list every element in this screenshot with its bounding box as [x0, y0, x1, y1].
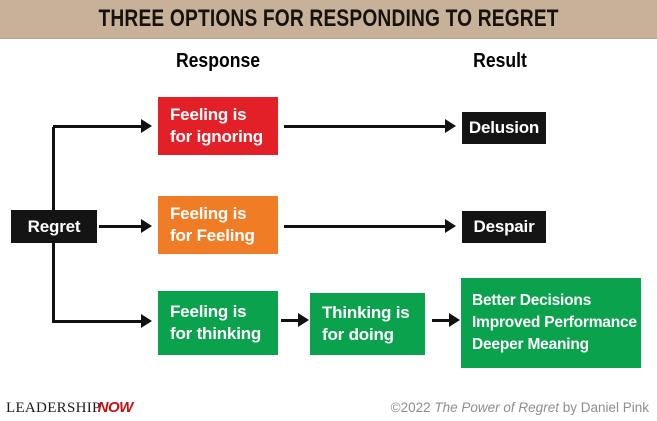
arrow-thinking-to-doing-icon	[281, 313, 309, 327]
column-header-result: Result	[473, 50, 527, 72]
response-box-thinking: Feeling is for thinking	[158, 291, 278, 355]
response-box-ignoring: Feeling is for ignoring	[158, 97, 278, 155]
arrow-feeling-to-despair-icon	[284, 219, 456, 233]
column-header-response: Response	[175, 50, 261, 72]
credit-author: by Daniel Pink	[558, 400, 649, 415]
regret-node: Regret	[11, 210, 97, 243]
step-box-doing: Thinking is for doing	[310, 293, 425, 355]
logo-now-text: NOW	[97, 399, 134, 416]
credit-copyright: ©2022	[390, 400, 435, 415]
credit-book-title: The Power of Regret	[434, 400, 559, 415]
diagram-title: THREE OPTIONS FOR RESPONDING TO REGRET	[98, 5, 559, 32]
leadershipnow-logo: LEADERSHIPNOW	[6, 399, 133, 417]
arrow-branch-middle-icon	[99, 219, 152, 233]
arrow-ignoring-to-delusion-icon	[284, 119, 456, 133]
header-bar: THREE OPTIONS FOR RESPONDING TO REGRET	[0, 0, 657, 39]
result-node-despair: Despair	[462, 211, 546, 243]
copyright-credit: ©2022 The Power of Regret by Daniel Pink	[391, 400, 649, 415]
logo-leadership-text: LEADERSHIP	[6, 400, 101, 416]
arrow-branch-top-icon	[53, 119, 152, 133]
arrow-branch-bottom-icon	[53, 314, 152, 328]
response-box-feeling: Feeling is for Feeling	[158, 196, 278, 254]
result-box-outcomes: Better Decisions Improved Performance De…	[461, 278, 641, 368]
arrow-doing-to-outcomes-icon	[432, 313, 460, 327]
result-node-delusion: Delusion	[462, 112, 546, 144]
